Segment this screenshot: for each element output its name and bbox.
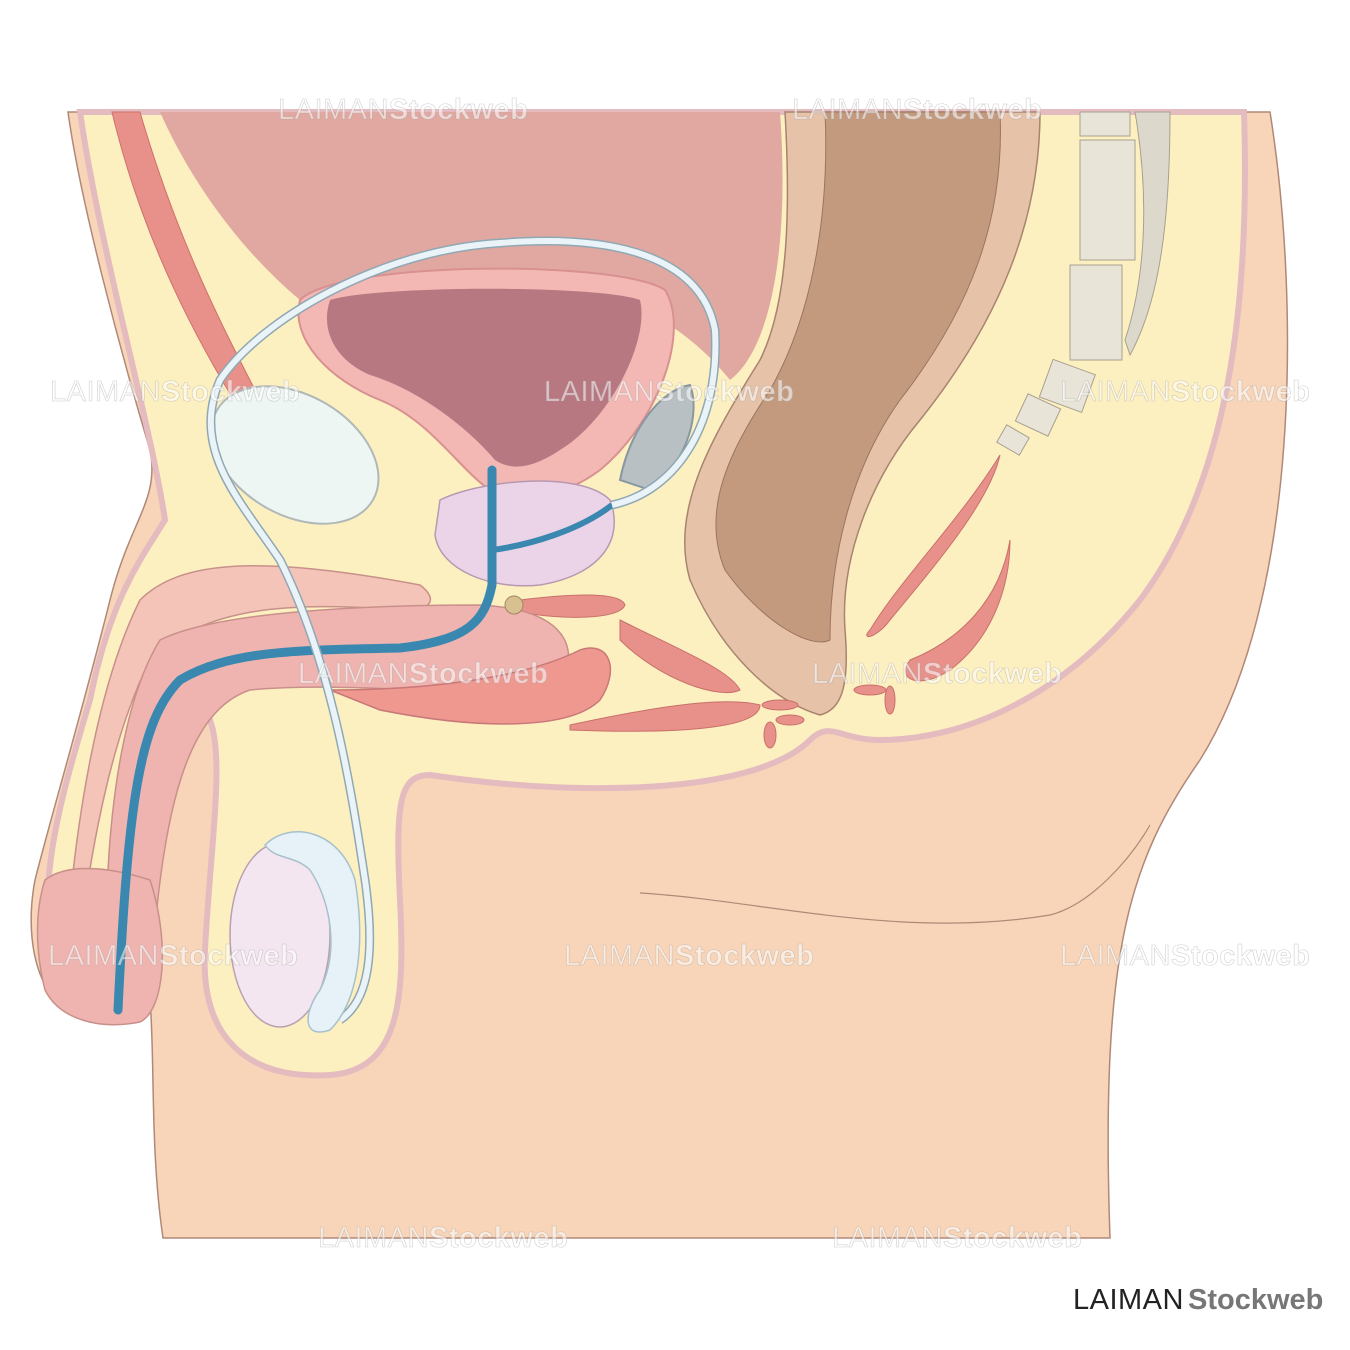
ejaculatory-duct [491,502,614,553]
rectum-lumen [715,111,1001,643]
watermark: LAIMANStockweb [48,940,298,973]
watermark-brand: LAIMAN [50,376,161,409]
watermark-brand: LAIMAN [278,94,389,127]
watermark-suffix: Stockweb [1170,376,1311,409]
watermark-suffix: Stockweb [160,376,301,409]
bladder-lumen [326,288,642,467]
watermark-suffix: Stockweb [1170,940,1311,973]
prostate [434,480,615,587]
watermark-suffix: Stockweb [158,940,299,973]
watermark: LAIMANStockweb [792,94,1042,127]
gluteal-fold [639,824,1151,924]
urethra [113,465,497,1015]
watermark-suffix: Stockweb [674,940,815,973]
watermark-suffix: Stockweb [942,1222,1083,1255]
watermark: LAIMANStockweb [298,658,548,691]
watermark-brand: LAIMAN [564,940,675,973]
watermark-suffix: Stockweb [922,658,1063,691]
watermark-brand: LAIMAN [48,940,159,973]
sacrum-vertebrae [996,111,1171,456]
watermark-suffix: Stockweb [428,1222,569,1255]
watermark: LAIMANStockweb [812,658,1062,691]
corpus-cavernosum [329,647,611,725]
logo-brand: LAIMAN [1073,1284,1184,1316]
watermark-brand: LAIMAN [544,376,655,409]
watermark-suffix: Stockweb [902,94,1043,127]
glans [36,867,164,1026]
watermark-suffix: Stockweb [654,376,795,409]
pelvic-floor-muscles [519,454,1011,749]
pubic-symphysis [210,385,380,525]
watermark-brand: LAIMAN [1060,940,1171,973]
watermark: LAIMANStockweb [50,376,300,409]
watermark-brand: LAIMAN [792,94,903,127]
watermark: LAIMANStockweb [1060,940,1310,973]
watermark: LAIMANStockweb [318,1222,568,1255]
watermark: LAIMANStockweb [278,94,528,127]
epididymis [264,831,361,1033]
watermark-suffix: Stockweb [408,658,549,691]
logo-suffix: Stockweb [1187,1284,1324,1316]
watermark-suffix: Stockweb [388,94,529,127]
watermark-brand: LAIMAN [1060,376,1171,409]
watermark: LAIMANStockweb [1060,376,1310,409]
watermark: LAIMANStockweb [832,1222,1082,1255]
watermark-brand: LAIMAN [318,1222,429,1255]
watermark: LAIMANStockweb [564,940,814,973]
watermark-brand: LAIMAN [298,658,409,691]
watermark-brand: LAIMAN [832,1222,943,1255]
watermark-brand: LAIMAN [812,658,923,691]
watermark: LAIMANStockweb [544,376,794,409]
bulbourethral-gland [504,595,524,615]
